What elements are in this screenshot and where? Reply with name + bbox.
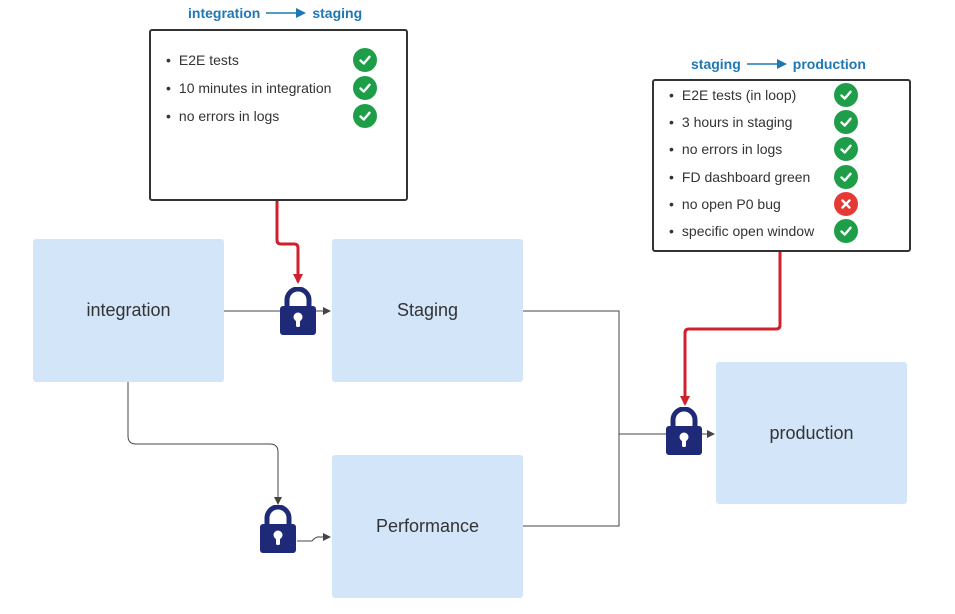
check-circle-icon	[834, 83, 858, 107]
checklist-item-label: 3 hours in staging	[681, 114, 793, 131]
bullet-icon: •	[669, 87, 674, 103]
x-circle-icon	[834, 191, 858, 216]
check-circle-icon	[834, 137, 858, 162]
gate-from-label: integration	[188, 5, 261, 21]
stage-production[interactable]: production	[716, 362, 907, 504]
bullet-icon: •	[669, 114, 674, 131]
checklist-item: • 10 minutes in integration	[166, 79, 331, 97]
gate-from-label: staging	[691, 56, 741, 72]
bullet-icon: •	[669, 168, 674, 185]
connector-lock-performance	[297, 533, 331, 542]
checklist-item: • no open P0 bug	[669, 195, 781, 213]
arrow-right-icon	[746, 59, 787, 69]
bullet-icon: •	[166, 108, 171, 124]
check-circle-icon	[353, 48, 377, 72]
bullet-icon: •	[669, 195, 674, 212]
checklist-item: • FD dashboard green	[669, 168, 810, 186]
checklist-item: • specific open window	[669, 222, 814, 240]
checklist-item-label: FD dashboard green	[681, 168, 811, 185]
connector-performance-production	[523, 434, 620, 527]
checklist-item-label: no errors in logs	[681, 141, 783, 158]
stage-production-label: production	[769, 422, 854, 443]
checklist-item-label: E2E tests	[178, 52, 239, 68]
padlock-icon	[260, 505, 296, 553]
stage-integration-label: integration	[86, 300, 171, 320]
gate-staging-production-title: staging production	[691, 56, 866, 72]
check-circle-icon	[353, 104, 377, 128]
checklist-item-label: 10 minutes in integration	[178, 80, 332, 96]
bullet-icon: •	[166, 52, 171, 68]
checklist-item: • no errors in logs	[669, 140, 782, 158]
check-circle-icon	[834, 219, 858, 243]
bullet-icon: •	[669, 141, 674, 158]
checklist-item-label: specific open window	[681, 223, 815, 239]
check-circle-icon	[834, 164, 858, 189]
checklist-item: • E2E tests	[166, 51, 239, 69]
checklist-item: • no errors in logs	[166, 107, 279, 125]
gate-link-production	[680, 252, 782, 406]
connector-integration-performance	[127, 382, 282, 505]
stage-staging-label: Staging	[396, 300, 459, 320]
checklist-item: • 3 hours in staging	[669, 113, 792, 131]
gate-to-label: production	[792, 56, 866, 72]
arrow-right-icon	[266, 8, 307, 18]
padlock-icon	[280, 287, 316, 335]
checklist-item-label: E2E tests (in loop)	[681, 87, 797, 103]
bullet-icon: •	[166, 80, 171, 96]
bullet-icon: •	[669, 223, 674, 239]
stage-performance-label: Performance	[375, 516, 480, 536]
gate-link-staging	[275, 200, 303, 284]
checklist-item-label: no errors in logs	[178, 108, 280, 124]
check-circle-icon	[353, 76, 377, 100]
stage-performance[interactable]: Performance	[332, 455, 523, 598]
stage-integration[interactable]: integration	[33, 239, 224, 382]
gate-to-label: staging	[312, 5, 363, 21]
gate-staging-production-checklist	[652, 79, 911, 252]
checklist-item-label: no open P0 bug	[681, 195, 781, 212]
checklist-item: • E2E tests (in loop)	[669, 86, 796, 104]
padlock-icon	[666, 407, 702, 455]
check-circle-icon	[834, 110, 858, 135]
gate-integration-staging-title: integration staging	[188, 5, 362, 21]
stage-staging[interactable]: Staging	[332, 239, 523, 382]
